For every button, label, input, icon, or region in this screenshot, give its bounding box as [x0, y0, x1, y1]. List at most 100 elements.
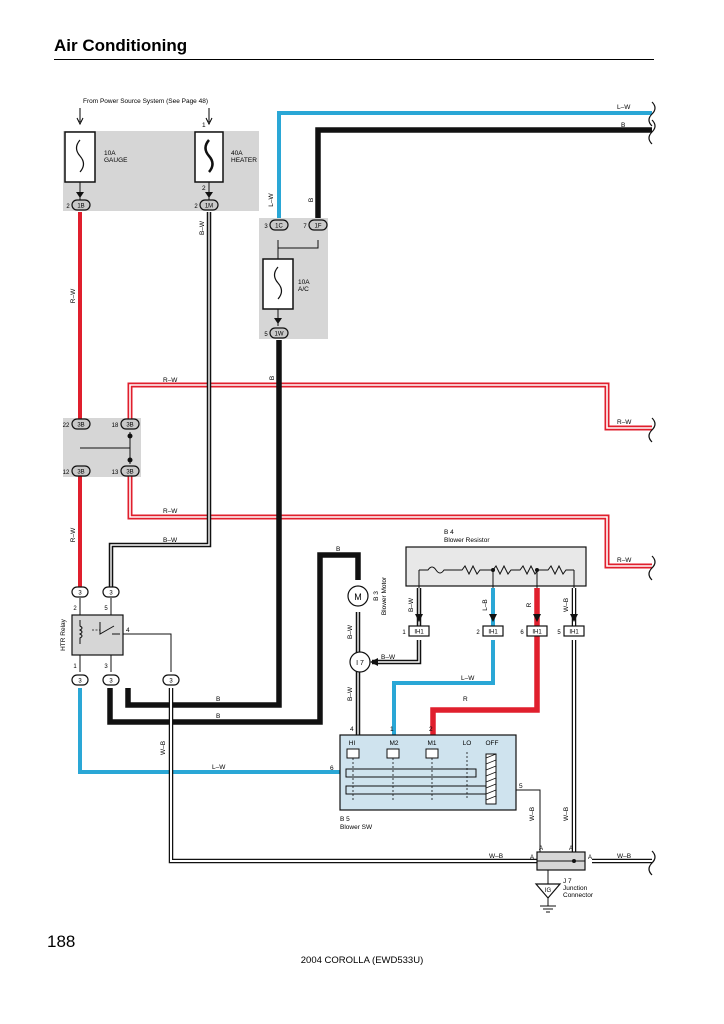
label-l-w-vertical: L–W [268, 192, 275, 206]
pin-label: 13 [112, 470, 119, 476]
connector-relay-bottom-right: 3 [162, 674, 180, 686]
page-number: 188 [47, 932, 76, 951]
svg-text:3B: 3B [126, 423, 133, 429]
label-b-w-i7: B–W [381, 654, 396, 661]
svg-text:IG: IG [545, 888, 552, 894]
relay-contact-icon [99, 622, 120, 635]
fuse-heater: 40A HEATER 1 2 [194, 122, 257, 200]
fuse-gauge-name: GAUGE [104, 157, 128, 164]
label-b-w-motor: B–W [347, 624, 354, 639]
pin-label: 2 [66, 204, 70, 210]
label-w-b-relay: W–B [160, 741, 167, 755]
blower-motor-id: B 3 [373, 591, 380, 601]
svg-text:3: 3 [109, 591, 113, 597]
blower-resistor-name: Blower Resistor [444, 537, 490, 544]
wires-white-black [168, 588, 652, 864]
fuse-ac-name: A/C [298, 286, 309, 293]
label-b-w-heater: B–W [199, 220, 206, 235]
fuse-gauge-rating: 10A [104, 150, 116, 157]
svg-text:3: 3 [78, 591, 82, 597]
pin-label: 1 [73, 664, 77, 670]
svg-text:3: 3 [169, 679, 173, 685]
connector-ih1-2: IH1 2 [476, 614, 504, 637]
connector-relay-bottom-left: 3 1 [71, 664, 89, 686]
connector-3b-22: 3B 22 [63, 418, 91, 430]
page-title: Air Conditioning [54, 36, 188, 55]
wire-thin-relay-pin4 [120, 633, 172, 672]
svg-text:A: A [539, 846, 543, 852]
pin-label: 2 [194, 204, 198, 210]
connector-relay-top-right: 3 5 [102, 586, 120, 612]
svg-text:3B: 3B [126, 470, 133, 476]
label-r-w-right-top: R–W [617, 419, 632, 426]
footer-model: 2004 COROLLA (EWD533U) [300, 955, 424, 966]
ig-connector-icon [534, 883, 562, 899]
label-b-w-motor-low: B–W [347, 686, 354, 701]
junction-connector-j7: A A A A IG J 7 Junction Connector [530, 846, 594, 913]
pin-label: 7 [303, 224, 307, 230]
svg-text:1M: 1M [205, 204, 213, 210]
break-r-w-bottom [648, 555, 656, 581]
pin-label: 6 [520, 630, 524, 636]
ground-icon [540, 898, 556, 913]
pin-label: 5 [264, 332, 268, 338]
label-b-w-resistor: B–W [408, 597, 415, 612]
svg-text:A: A [530, 855, 534, 861]
svg-text:3B: 3B [77, 423, 84, 429]
svg-text:I 7: I 7 [356, 660, 364, 667]
connector-3b-18: 3B 18 [112, 418, 140, 430]
pin-label: 3 [104, 664, 108, 670]
blower-motor: M B 3 Blower Motor [347, 576, 388, 615]
label-w-b-bottom: W–B [489, 853, 503, 860]
break-r-w-top [648, 417, 656, 443]
wire-b-thick-ac [125, 340, 282, 708]
sw-off-contact [485, 753, 497, 805]
junction-id: J 7 [563, 878, 572, 885]
wire-b-thick-top [315, 127, 652, 218]
pin-label: 4 [126, 627, 130, 634]
connector-relay-bottom-mid: 3 3 [102, 664, 120, 686]
label-w-b-right: W–B [617, 853, 631, 860]
label-r-w-right-bottom: R–W [617, 557, 632, 564]
pin-label: 4 [350, 726, 354, 733]
junction-line1: Junction [563, 885, 588, 892]
label-b-top: B [621, 122, 625, 129]
sw-pos-hi: HI [349, 740, 356, 747]
label-w-b-resistor-low: W–B [563, 807, 570, 821]
svg-text:1B: 1B [77, 204, 84, 210]
wire-r-w-branch-top [127, 382, 652, 431]
break-w-b [648, 850, 656, 876]
connector-1c: 1C 3 [264, 219, 289, 231]
source-arrow-1 [76, 108, 84, 126]
pin-label: 1 [390, 726, 394, 733]
svg-text:1W: 1W [275, 332, 284, 338]
source-note: From Power Source System (See Page 48) [83, 98, 208, 105]
title-rule [54, 59, 654, 61]
blower-switch: HI M2 M1 LO OFF B 5 Blower SW 4 1 2 6 5 [330, 726, 523, 831]
connector-3b-13: 3B 13 [112, 465, 140, 477]
fuse-heater-name: HEATER [231, 157, 257, 164]
break-b [648, 119, 656, 145]
pin-label: 5 [519, 783, 523, 790]
sw-pos-m2: M2 [389, 740, 398, 747]
htr-relay-name: HTR Relay [60, 618, 67, 651]
label-r-w-branch-bottom: R–W [163, 508, 178, 515]
wire-breaks [648, 101, 656, 876]
connector-1f: 1F 7 [303, 219, 328, 231]
svg-text:3B: 3B [77, 470, 84, 476]
label-l-w-mid: L–W [461, 675, 475, 682]
svg-text:1C: 1C [275, 224, 283, 230]
svg-text:IH1: IH1 [532, 630, 542, 636]
resistor-element-icon [419, 564, 574, 576]
connector-pills: 1B 2 1M 2 1C 3 1F 7 1W 5 [63, 199, 328, 686]
connector-1b-gauge: 1B 2 [66, 199, 91, 211]
wire-l-w-mid [392, 640, 495, 735]
label-b-motor-top: B [336, 546, 340, 553]
splice-i7: I 7 [349, 651, 378, 673]
connectors-ih1: IH1 1 IH1 2 IH1 6 IH1 5 [402, 614, 585, 637]
svg-text:1F: 1F [314, 224, 321, 230]
pin-label: 3 [264, 224, 268, 230]
wires-red [78, 212, 652, 735]
svg-text:IH1: IH1 [414, 630, 424, 636]
